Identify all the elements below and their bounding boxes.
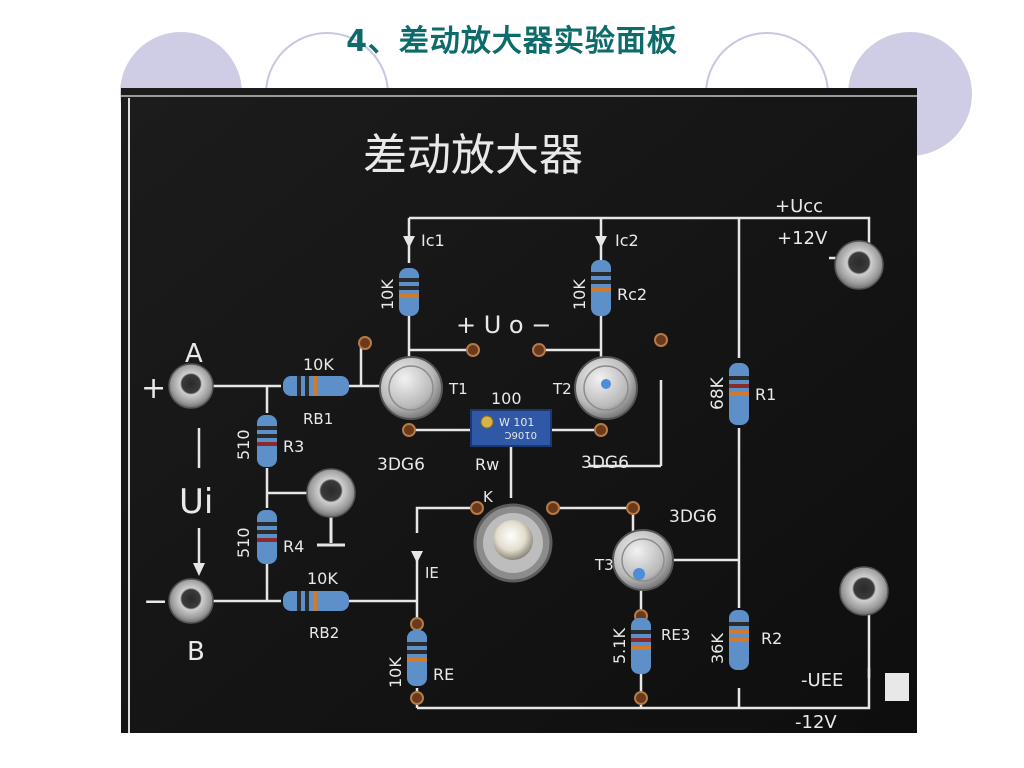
panel-heading: 差动放大器 <box>363 130 583 181</box>
label-plus-12v: +12V <box>777 228 828 249</box>
label-t3-name: T3 <box>594 556 614 574</box>
label-re-value: 10K <box>386 657 405 688</box>
label-input-a: A <box>185 339 203 369</box>
label-r2-name: R2 <box>761 629 782 648</box>
trimmer-potentiometer: W 101 0106C <box>470 409 552 447</box>
label-r2-value: 36K <box>708 633 727 664</box>
label-ui: Ui <box>179 482 213 522</box>
label-r4-name: R4 <box>283 537 304 556</box>
label-t2-name: T2 <box>552 380 572 398</box>
panel-notch <box>885 673 909 701</box>
label-t1-name: T1 <box>448 380 468 398</box>
label-rb2-value: 10K <box>307 569 338 588</box>
label-ic2: Ic2 <box>615 231 639 250</box>
label-plus: + <box>141 371 166 406</box>
svg-text:W 101: W 101 <box>499 416 534 429</box>
test-pins <box>358 333 668 705</box>
label-uo: + U o − <box>456 311 551 339</box>
slide-title: 4、差动放大器实验面板 <box>346 24 678 59</box>
label-rc2-value: 10K <box>570 279 589 310</box>
resistor-r3 <box>257 415 277 467</box>
label-uee: -UEE <box>801 670 843 691</box>
jack-input-a <box>168 363 214 409</box>
resistor-r2 <box>729 610 749 670</box>
resistor-re <box>407 630 427 686</box>
label-t1-type: 3DG6 <box>377 455 425 475</box>
label-r3-name: R3 <box>283 437 304 456</box>
label-ie: IE <box>425 564 439 582</box>
resistor-rb2 <box>283 591 349 611</box>
jack-ground <box>306 468 356 518</box>
label-rc1-value: 10K <box>378 279 397 310</box>
resistor-rc2 <box>591 260 611 316</box>
label-rb1-name: RB1 <box>303 410 333 428</box>
label-t3-type: 3DG6 <box>669 507 717 527</box>
resistor-r4 <box>257 510 277 564</box>
switch-k-knob <box>473 503 553 583</box>
resistor-r1 <box>729 363 749 425</box>
circuit-panel-photo: 差动放大器 <box>121 88 917 733</box>
jack-supply-negative <box>839 566 889 616</box>
label-minus: − <box>143 584 168 619</box>
label-rc2-name: Rc2 <box>617 285 647 304</box>
label-r1-name: R1 <box>755 385 776 404</box>
current-arrows <box>193 236 607 576</box>
label-rw-value: 100 <box>491 389 522 408</box>
jack-input-b <box>168 578 214 624</box>
label-r3-value: 510 <box>234 429 253 460</box>
label-re-name: RE <box>433 665 454 684</box>
resistor-re3 <box>631 618 651 674</box>
label-input-b: B <box>187 637 205 667</box>
transistor-t1 <box>379 356 443 420</box>
transistor-t2 <box>574 356 638 420</box>
svg-text:0106C: 0106C <box>505 429 537 440</box>
transistor-t3 <box>612 529 674 591</box>
label-switch-k: K <box>483 488 494 506</box>
label-rb2-name: RB2 <box>309 624 339 642</box>
label-t2-type: 3DG6 <box>581 453 629 473</box>
label-rb1-value: 10K <box>303 355 334 374</box>
resistor-rc1 <box>399 268 419 316</box>
label-re3-name: RE3 <box>661 626 690 644</box>
label-minus-12v: -12V <box>795 712 837 733</box>
label-rw-name: Rw <box>475 455 499 474</box>
label-ucc: +Ucc <box>775 196 823 217</box>
jack-supply-positive <box>834 240 884 290</box>
label-r1-value: 68K <box>708 376 728 410</box>
label-ic1: Ic1 <box>421 231 445 250</box>
ground-symbol <box>317 513 345 547</box>
resistor-rb1 <box>283 376 349 396</box>
label-re3-value: 5.1K <box>610 628 629 664</box>
label-r4-value: 510 <box>234 527 253 558</box>
